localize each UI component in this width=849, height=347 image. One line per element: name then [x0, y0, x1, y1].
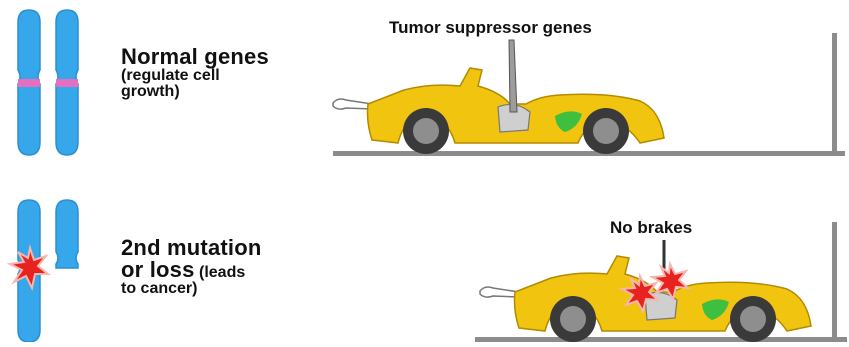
mutation-label: 2nd mutation or loss (leads to cancer)	[121, 237, 262, 297]
gene-band-left	[18, 79, 40, 87]
hub-rear-2	[560, 306, 586, 332]
mutated-chromosome-pair-icon	[10, 200, 78, 342]
race-car-icon	[333, 68, 664, 154]
truncated-chromosome-right	[56, 200, 78, 268]
gene-band-right	[56, 79, 78, 87]
hub-rear	[413, 118, 439, 144]
mutation-heading-line2: or loss	[121, 257, 195, 282]
normal-genes-note-line2: growth)	[121, 84, 269, 100]
mutation-heading-line1: 2nd mutation	[121, 237, 262, 259]
mutation-note-line2: to cancer)	[121, 281, 262, 297]
normal-genes-label: Normal genes (regulate cell growth)	[121, 46, 269, 100]
exhaust-pipe-2	[480, 287, 519, 297]
explosion-icon	[10, 248, 48, 288]
exhaust-pipe	[333, 99, 372, 109]
brake-pedal-icon	[509, 40, 517, 112]
normal-genes-heading: Normal genes	[121, 46, 269, 68]
no-brakes-callout: No brakes	[610, 218, 692, 238]
hub-front	[593, 118, 619, 144]
hub-front-2	[740, 306, 766, 332]
tumor-suppressor-callout: Tumor suppressor genes	[389, 18, 592, 38]
mutation-note-inline: (leads	[199, 264, 245, 281]
normal-genes-note-line1: (regulate cell	[121, 68, 269, 84]
normal-chromosome-pair-icon	[18, 10, 78, 155]
